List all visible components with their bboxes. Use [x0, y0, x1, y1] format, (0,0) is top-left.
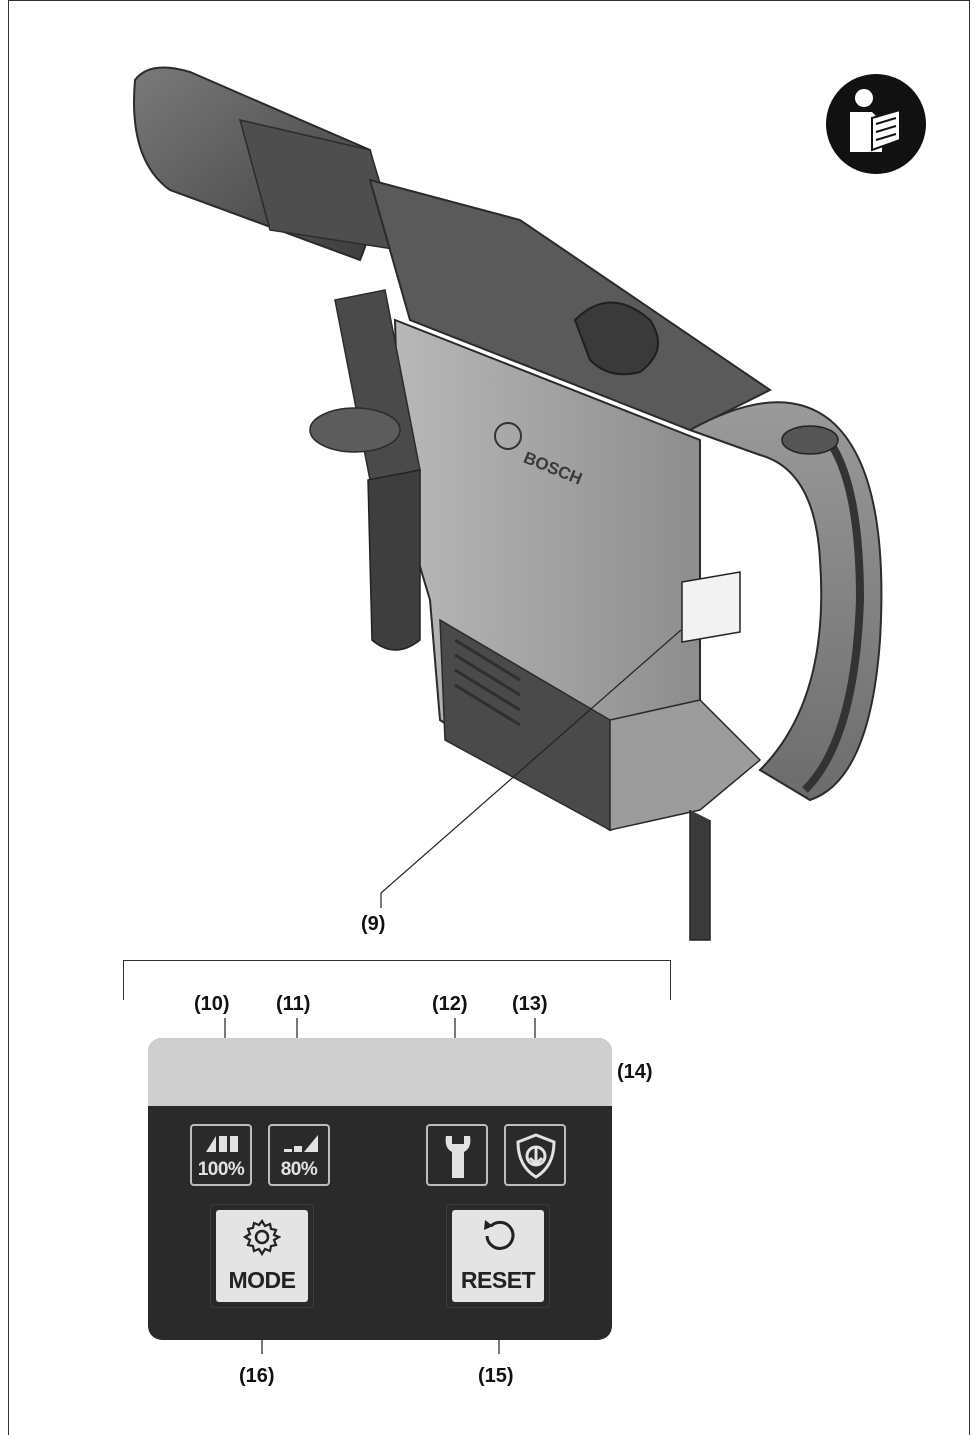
power-high-label: 100% [197, 1159, 245, 1180]
panel-top-strip [148, 1038, 612, 1106]
power-reduced-indicator: 80% [268, 1124, 330, 1186]
callout-15: (15) [478, 1365, 514, 1387]
mode-button-frame [210, 1204, 314, 1308]
callout-16: (16) [239, 1365, 275, 1387]
panel-bracket [123, 960, 671, 1000]
full-power-bars-icon [206, 1136, 238, 1152]
callout-13: (13) [512, 993, 548, 1015]
reset-button[interactable]: RESET [452, 1210, 544, 1302]
rotary-hammer-illustration [133, 66, 883, 941]
control-panel: 100% 80% MODE RESET [148, 1038, 612, 1340]
power-high-indicator: 100% [190, 1124, 252, 1186]
gear-icon [243, 1219, 281, 1256]
power-reduced-label: 80% [280, 1159, 318, 1180]
reset-button-frame [446, 1204, 550, 1308]
callout-11: (11) [276, 993, 311, 1015]
reset-button-label: RESET [460, 1267, 536, 1293]
reset-arrow-icon [484, 1220, 515, 1250]
mode-button[interactable]: MODE [216, 1210, 308, 1302]
callout-14: (14) [617, 1061, 653, 1083]
mode-button-label: MODE [228, 1267, 297, 1293]
kickback-indicator [504, 1124, 566, 1186]
read-manual-icon [826, 74, 926, 174]
page-frame [8, 0, 970, 1435]
reduced-power-bars-icon [284, 1135, 318, 1152]
callout-10: (10) [194, 993, 230, 1015]
kickback-control-shield-icon [516, 1133, 556, 1179]
callout-12: (12) [432, 993, 468, 1015]
service-indicator [426, 1124, 488, 1186]
callout-9: (9) [361, 913, 386, 935]
wrench-icon [445, 1136, 471, 1178]
